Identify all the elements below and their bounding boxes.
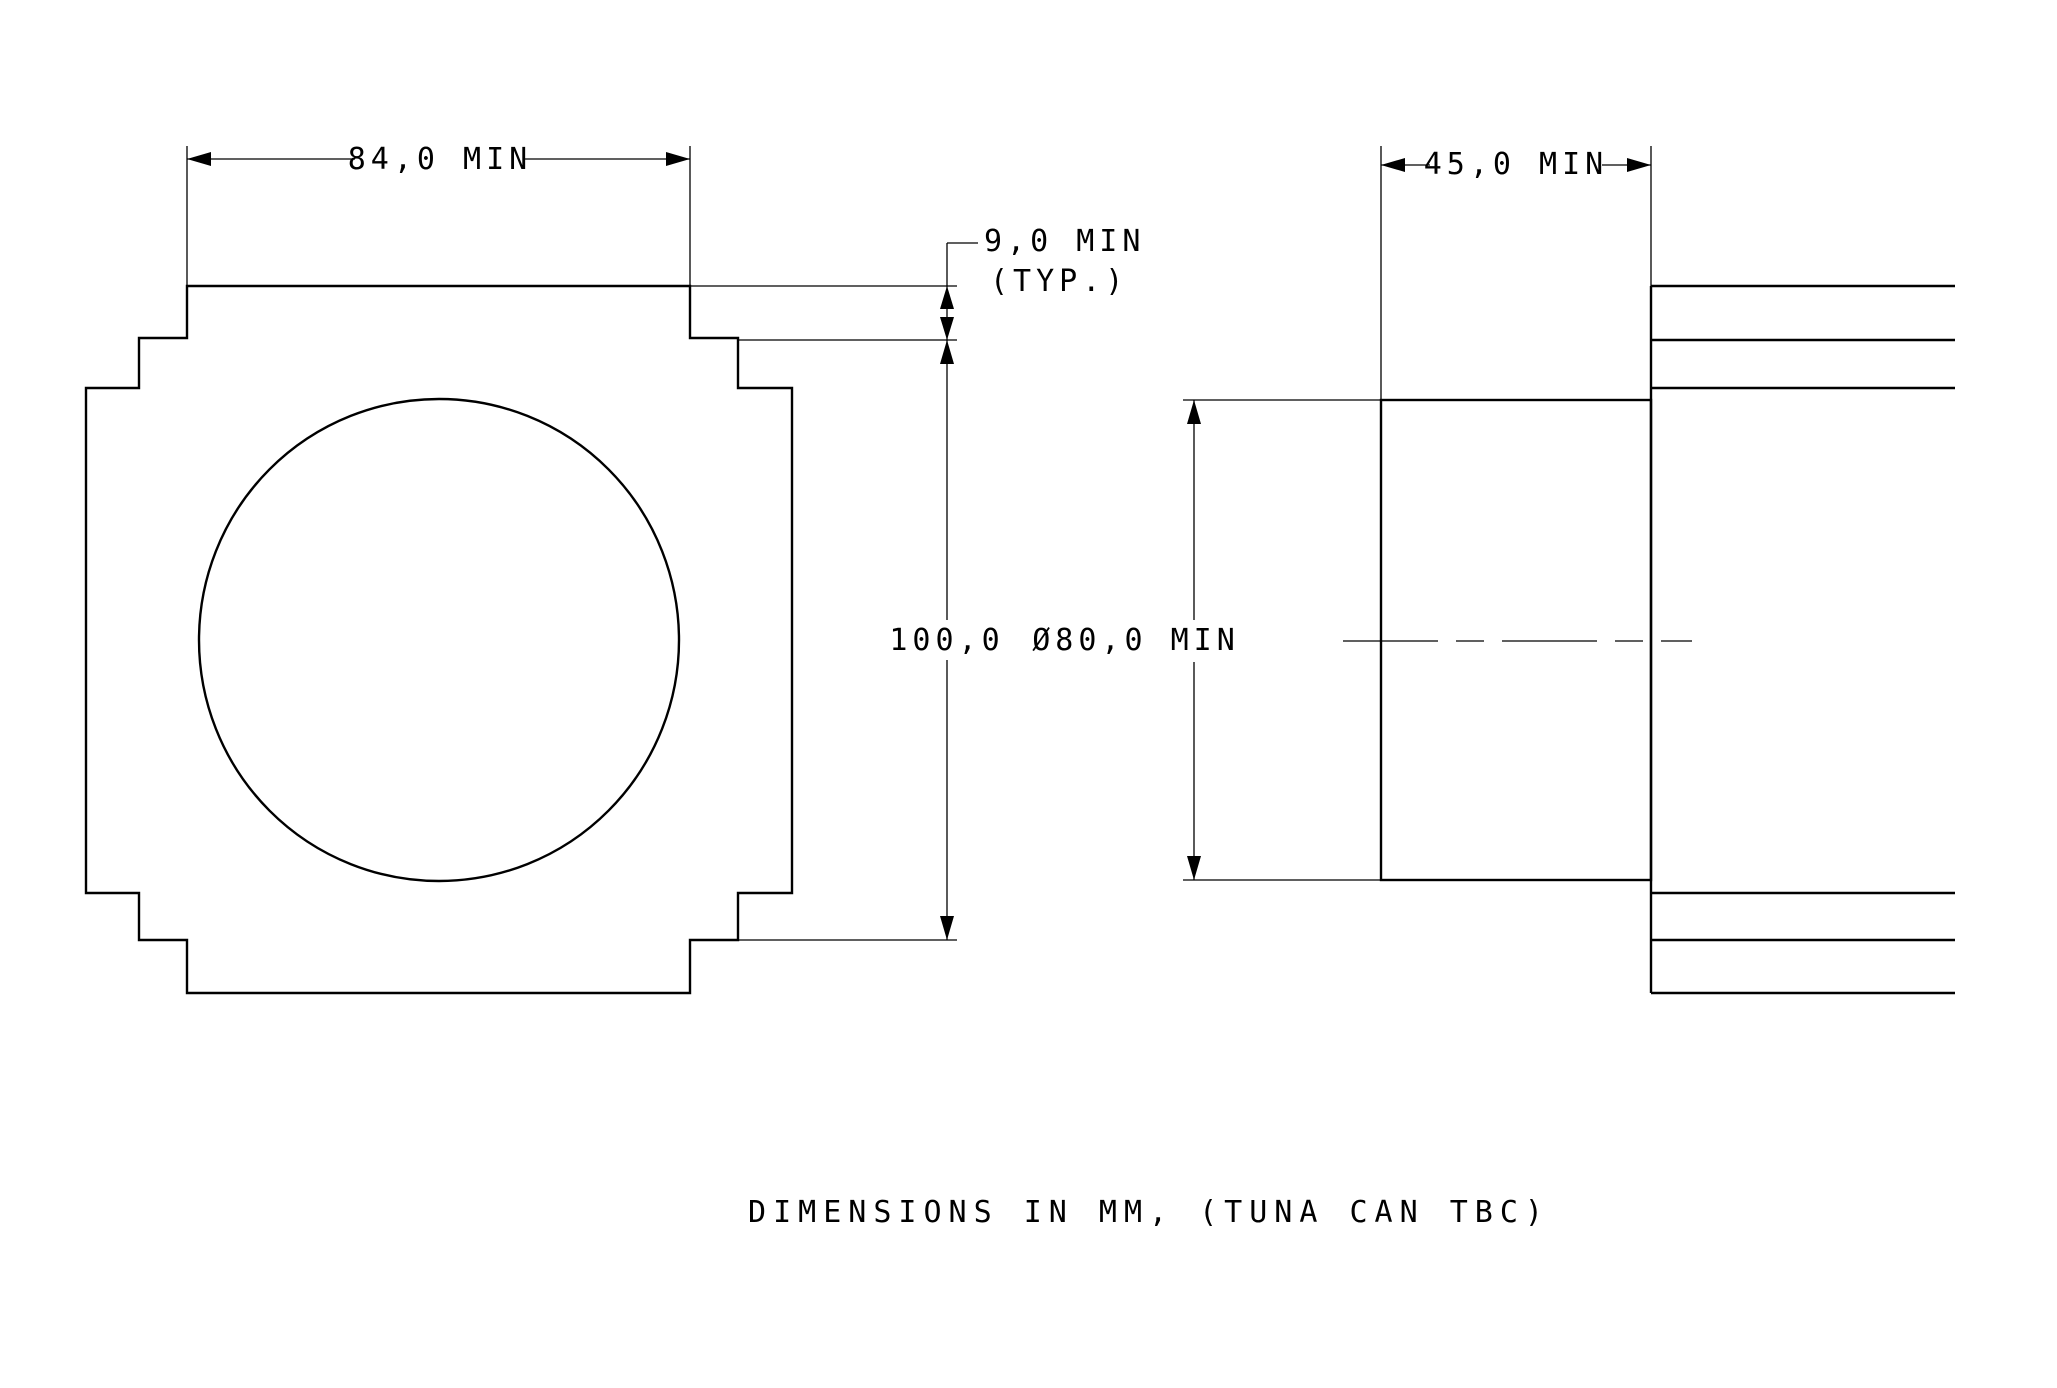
diameter-arrow-bottom	[1187, 856, 1201, 880]
diameter-dimension: Ø80,0 MIN	[1032, 399, 1381, 881]
width-arrow-left	[187, 152, 211, 166]
front-view-circle	[197, 397, 681, 883]
width-dimension-label: 84,0 MIN	[348, 142, 533, 177]
depth-arrow-left	[1381, 158, 1405, 172]
height-arrow-bottom	[940, 916, 954, 940]
gap-dimension-label: 9,0 MIN	[984, 224, 1145, 259]
side-view	[1343, 284, 1955, 995]
depth-dimension-label: 45,0 MIN	[1424, 147, 1609, 182]
depth-arrow-right	[1627, 158, 1651, 172]
side-view-can-body	[1379, 398, 1653, 882]
diameter-dimension-label: Ø80,0 MIN	[1032, 623, 1240, 658]
width-dimension: 84,0 MIN	[186, 142, 691, 286]
depth-dimension: 45,0 MIN	[1380, 146, 1652, 400]
height-dimension-label: 100,0	[889, 623, 1004, 658]
gap-dimension-note: (TYP.)	[990, 264, 1128, 299]
front-view-outline	[84, 284, 794, 995]
diameter-arrow-top	[1187, 400, 1201, 424]
width-arrow-right	[666, 152, 690, 166]
height-dimension: 100,0	[738, 340, 1004, 941]
front-view	[84, 284, 794, 995]
gap-dimension: 9,0 MIN (TYP.)	[690, 224, 1145, 341]
units-note: DIMENSIONS IN MM, (TUNA CAN TBC)	[748, 1195, 1550, 1230]
gap-arrow-top	[940, 286, 954, 309]
height-arrow-top	[940, 340, 954, 364]
gap-arrow-bottom	[940, 317, 954, 340]
